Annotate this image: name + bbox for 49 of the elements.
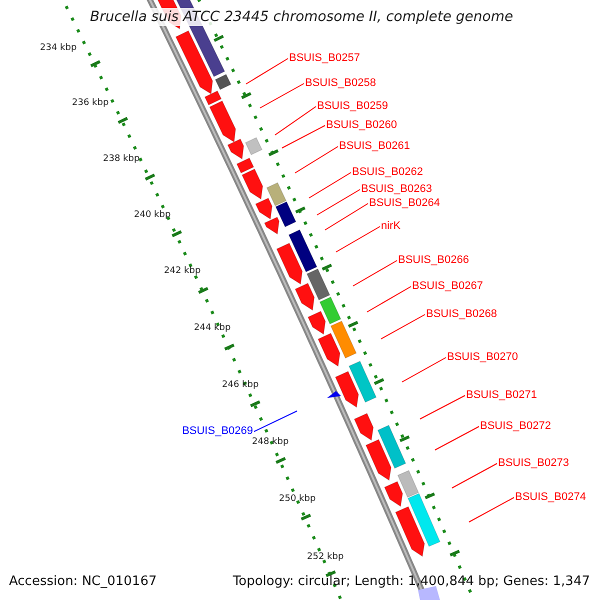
- scale-label: 234 kbp: [40, 44, 77, 53]
- gene-label: BSUIS_B0266: [398, 255, 469, 266]
- leader-line: [468, 497, 514, 522]
- accession-text: Accession: NC_010167: [9, 575, 157, 588]
- gene-label: BSUIS_B0262: [352, 167, 423, 178]
- gene-label: BSUIS_B0267: [412, 281, 483, 292]
- scale-label: 246 kbp: [222, 381, 259, 390]
- leader-line: [352, 260, 398, 286]
- leader-line: [336, 226, 380, 252]
- gene-label: BSUIS_B0263: [361, 184, 432, 195]
- leader-line: [316, 189, 360, 216]
- scale-label: 240 kbp: [134, 211, 171, 220]
- gene-label: BSUIS_B0271: [466, 390, 537, 401]
- scale-label: 236 kbp: [72, 99, 109, 108]
- gene-label: BSUIS_B0259: [317, 101, 388, 112]
- scale-label: 252 kbp: [307, 553, 344, 562]
- leader-line: [308, 172, 352, 198]
- gene-label: BSUIS_B0264: [369, 198, 440, 209]
- gene-label: BSUIS_B0260: [326, 120, 397, 131]
- gene-label: BSUIS_B0258: [305, 78, 376, 89]
- scale-label: 250 kbp: [279, 495, 316, 504]
- leader-line: [254, 410, 298, 432]
- leader-line: [380, 314, 426, 340]
- leader-line: [420, 395, 466, 420]
- leader-line: [246, 58, 288, 84]
- leader-line: [282, 125, 326, 148]
- genome-info-text: Topology: circular; Length: 1,400,844 bp; Genes: 1,347: [232, 575, 590, 588]
- leader-line: [434, 426, 480, 450]
- gene-label: BSUIS_B0272: [480, 421, 551, 432]
- leader-line: [366, 286, 412, 312]
- scale-label: 244 kbp: [194, 324, 231, 333]
- diagram-title: Brucella suis ATCC 23445 chromosome II, complete genome: [90, 8, 510, 26]
- gene-label: BSUIS_B0273: [498, 458, 569, 469]
- gene-label: BSUIS_B0270: [447, 352, 518, 363]
- gene-label: BSUIS_B0268: [426, 309, 497, 320]
- scale-label: 238 kbp: [103, 155, 140, 164]
- leader-line: [324, 203, 368, 230]
- gene-label: BSUIS_B0269: [182, 426, 253, 437]
- leader-line: [452, 463, 498, 488]
- gene-label: nirK: [381, 221, 401, 232]
- leader-line: [294, 146, 338, 174]
- gene-label: BSUIS_B0261: [339, 141, 410, 152]
- gene-label: BSUIS_B0257: [289, 53, 360, 64]
- scale-label: 242 kbp: [164, 267, 201, 276]
- gene-label: BSUIS_B0274: [515, 492, 586, 503]
- leader-line: [402, 357, 446, 382]
- scale-label: 248 kbp: [252, 438, 289, 447]
- leader-line: [274, 106, 316, 136]
- leader-line: [260, 83, 304, 108]
